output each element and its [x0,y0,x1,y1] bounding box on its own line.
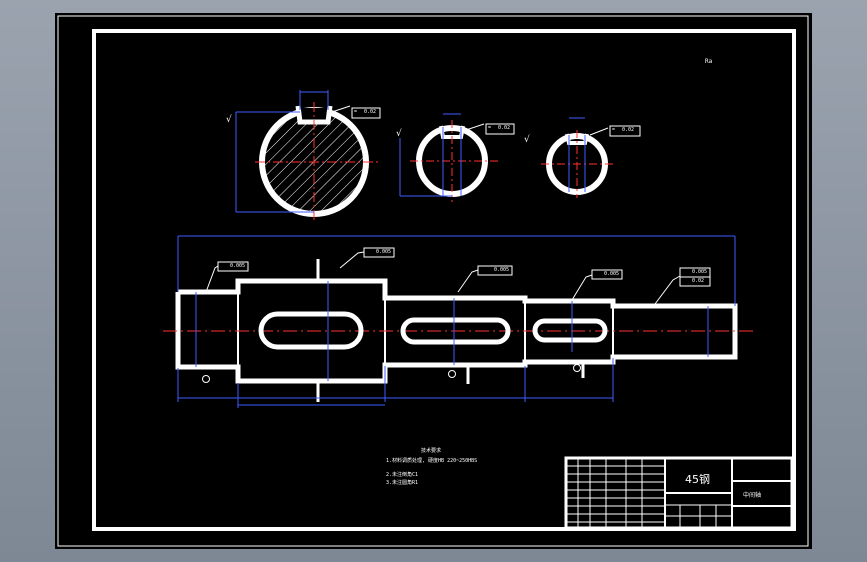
title-block-grid [564,456,794,530]
section-1-flatness-value: 0.02 [364,109,377,115]
roughness-note: Ra [705,58,713,65]
dimension-lines [177,235,736,408]
section-2-flatness-value: 0.02 [498,125,511,131]
notes-line-1: 1.材料调质处理, 硬度HB 220~250HBS [386,458,478,464]
drawing-viewport[interactable]: √ √ √ [55,13,812,549]
tolerance-3: 0.005 [494,267,510,273]
section-3: √ [524,117,641,198]
section-3-flatness-symbol: = [612,127,616,133]
shaft-drawing: √ √ √ [57,15,809,547]
tolerance-2: 0.005 [376,249,392,255]
shaft-profile [163,259,755,402]
section-3-flatness-value: 0.02 [622,127,635,133]
section-1-flatness-symbol: = [354,109,358,115]
tolerance-4: 0.005 [604,271,620,277]
section-1: √ [226,90,381,222]
svg-text:√: √ [524,134,530,145]
keyway-2 [400,317,511,345]
part-name-label: 中间轴 [743,492,762,499]
notes-line-2: 2.未注倒角C1 [386,472,419,478]
tolerance-5: 0.005 [692,269,708,275]
inner-border [92,29,796,531]
section-2: √ [396,113,515,202]
keyway-1 [258,311,364,350]
material-label: 45钢 [685,473,710,486]
tolerance-1: 0.005 [230,263,246,269]
svg-text:√: √ [226,114,232,125]
notes-title: 技术要求 [421,448,442,454]
svg-text:√: √ [396,128,402,139]
keyway-3 [532,318,608,343]
tolerance-6: 0.02 [692,278,705,284]
section-2-flatness-symbol: = [488,125,492,131]
notes-line-3: 3.未注圆角R1 [386,480,419,486]
tolerance-leaders [205,247,711,305]
outer-border [57,15,809,547]
